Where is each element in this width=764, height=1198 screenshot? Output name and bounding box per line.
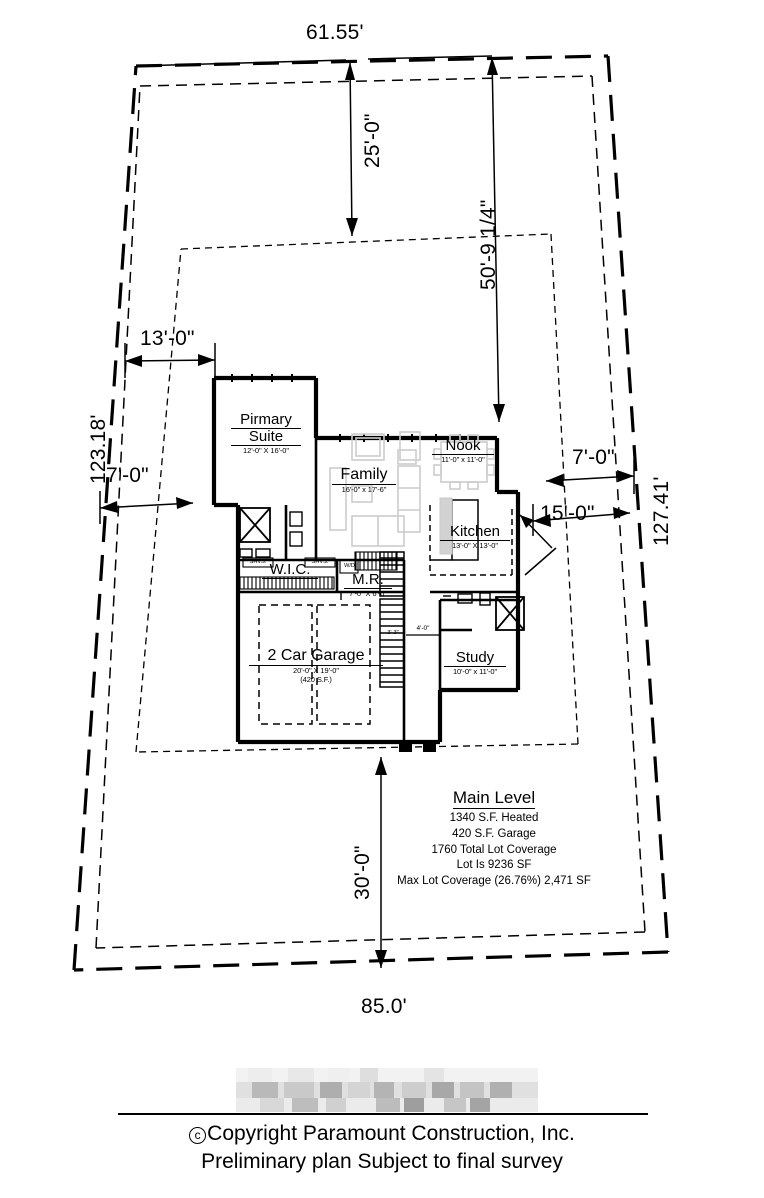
- copyright-icon: c: [189, 1127, 207, 1144]
- footer-divider: [118, 1113, 648, 1115]
- room-wic-name: W.I.C.: [262, 562, 318, 579]
- room-nook-name: Nook: [432, 438, 494, 455]
- house-depth-dim-text: 50'-9 1/4": [477, 199, 500, 290]
- laundry-shelving: [354, 551, 398, 571]
- room-primary-suite-name2: Suite: [231, 428, 301, 446]
- rear-setback-dim: 30'-0": [351, 845, 407, 922]
- room-kitchen: Kitchen 13'-0" X 13'-0": [440, 524, 510, 550]
- room-study-dims: 10'-0" x 11'-0": [452, 666, 498, 676]
- room-wic: W.I.C.: [262, 562, 318, 579]
- room-garage-area: (420 S.F.): [300, 674, 332, 684]
- room-nook: Nook 11'-0" x 11'-0": [432, 438, 494, 464]
- summary-line-heated: 1340 S.F. Heated: [449, 812, 539, 824]
- bath-symbols: [239, 507, 525, 631]
- shelves-label-right: SHVS.: [311, 559, 329, 565]
- room-kitchen-name: Kitchen: [440, 524, 510, 541]
- dimension-arrowheads: [100, 57, 634, 968]
- right-offset-dim: 15'-0": [540, 502, 595, 525]
- room-mr-name: M.R.: [344, 572, 392, 589]
- room-garage: 2 Car Garage 20'-0" X 19'-0" (420 S.F.): [249, 647, 383, 684]
- level-summary: Main Level 1340 S.F. Heated 420 S.F. Gar…: [378, 788, 610, 890]
- closet-shelving: [238, 576, 335, 590]
- room-kitchen-dims: 13'-0" X 13'-0": [452, 540, 498, 550]
- level-summary-title: Main Level: [452, 788, 536, 809]
- nook-table: [433, 434, 495, 490]
- hall-width-label: 4'-0": [416, 625, 430, 632]
- room-mr: M.R. 7'-0" X 6'-0": [344, 572, 392, 598]
- plumbing-fixtures: [239, 511, 491, 606]
- door-swings: [340, 592, 451, 600]
- setback-front-dim-text: 25'-0": [361, 113, 384, 168]
- left-offset-dim: 13'-0": [140, 327, 195, 350]
- rear-setback-dim-text: 30'-0": [351, 845, 374, 900]
- summary-line-lot-size: Lot Is 9236 SF: [456, 859, 532, 872]
- setback-line: [95, 75, 646, 949]
- lot-dim-right: 127.41': [650, 476, 721, 568]
- furniture: [329, 431, 421, 547]
- room-primary-suite-name1: Pirmary: [231, 412, 301, 429]
- room-mr-dims: 7'-0" X 6'-0": [349, 588, 387, 598]
- garage-bays: [258, 604, 371, 725]
- house-depth-dim: 50'-9 1/4": [477, 199, 569, 312]
- room-garage-name: 2 Car Garage: [249, 647, 383, 666]
- stairs: [379, 598, 405, 688]
- room-family: Family 16'-0" x 17'-6": [332, 466, 396, 494]
- setback-front-dim: 25'-0": [361, 113, 417, 190]
- room-family-dims: 16'-0" x 17'-6": [341, 484, 387, 494]
- summary-line-max-coverage: Max Lot Coverage (26.76%) 2,471 SF: [397, 875, 591, 887]
- lot-dim-top: 61.55': [306, 21, 364, 44]
- lot-dim-right-text: 127.41': [650, 476, 673, 546]
- copyright-text: Copyright Paramount Construction, Inc.: [207, 1122, 575, 1145]
- room-family-name: Family: [332, 466, 396, 485]
- room-nook-dims: 11'-0" x 11'-0": [441, 454, 485, 464]
- shelves-label-left: SHVS.: [249, 559, 267, 565]
- stair-width-label: 3'-3": [387, 630, 399, 636]
- room-primary-suite-dims: 12'-0" X 16'-0": [243, 445, 289, 455]
- washer-dryer-label: W/D: [344, 563, 355, 569]
- room-primary-suite: Pirmary Suite 12'-0" X 16'-0": [231, 412, 301, 454]
- room-study: Study 10'-0" x 11'-0": [444, 650, 506, 676]
- setback-pointer-heads: [520, 515, 534, 528]
- left-side-setback-dim: 7'-0": [106, 464, 149, 487]
- room-garage-dims: 20'-0" X 19'-0": [293, 665, 339, 675]
- entry-doors: [399, 740, 436, 752]
- summary-line-total-coverage: 1760 Total Lot Coverage: [431, 843, 557, 856]
- shelf-label-boxes: [242, 557, 359, 574]
- redacted-banner: [236, 1062, 538, 1114]
- buildable-envelope: [135, 233, 579, 753]
- summary-line-garage: 420 S.F. Garage: [452, 827, 536, 840]
- lot-dim-left: 123.18': [87, 414, 158, 506]
- disclaimer-line: Preliminary plan Subject to final survey: [201, 1149, 563, 1173]
- lot-dim-bottom: 85.0': [361, 995, 407, 1018]
- right-side-setback-dim: 7'-0": [572, 446, 615, 469]
- room-study-name: Study: [444, 650, 506, 667]
